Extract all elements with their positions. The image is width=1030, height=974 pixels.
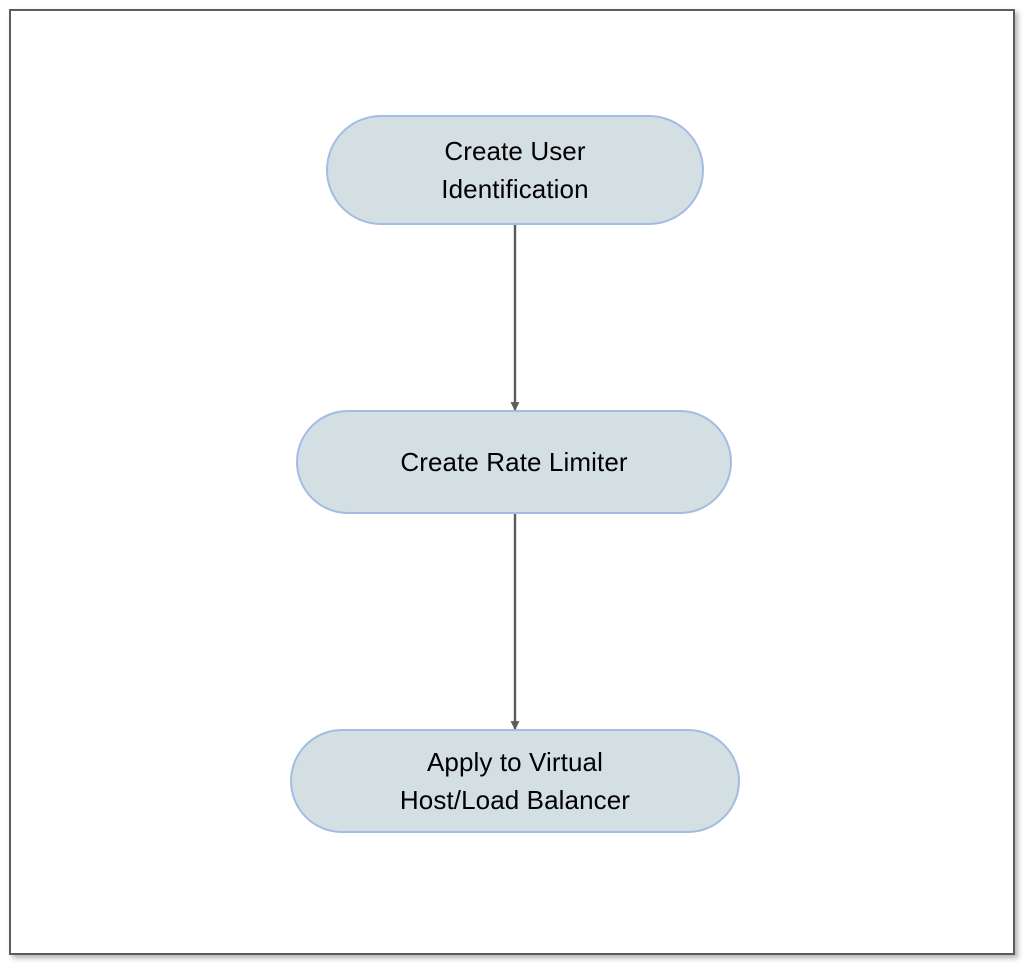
node-label-apply-to-virtual-host: Apply to Virtual Host/Load Balancer bbox=[399, 747, 631, 815]
node-create-rate-limiter[interactable]: Create Rate Limiter bbox=[296, 410, 732, 514]
diagram-canvas: Create User Identification Create Rate L… bbox=[11, 11, 1013, 953]
node-label-create-rate-limiter: Create Rate Limiter bbox=[400, 447, 628, 477]
diagram-frame: Create User Identification Create Rate L… bbox=[9, 9, 1015, 955]
node-create-user-identification[interactable]: Create User Identification bbox=[326, 115, 704, 225]
node-label-create-user-identification: Create User Identification bbox=[441, 136, 589, 204]
node-apply-to-virtual-host[interactable]: Apply to Virtual Host/Load Balancer bbox=[290, 729, 740, 833]
